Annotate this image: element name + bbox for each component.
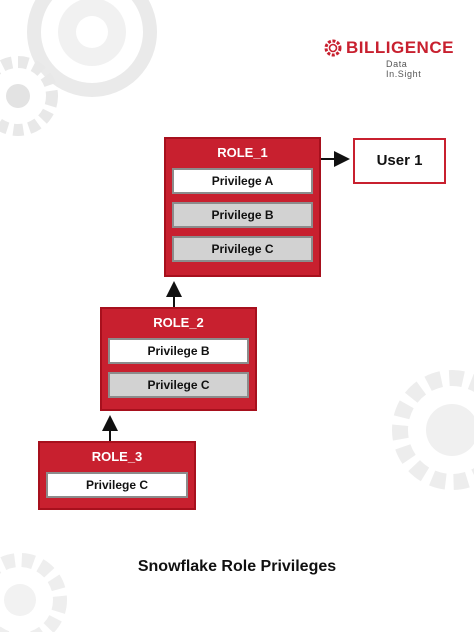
role-3-box: ROLE_3 Privilege C bbox=[38, 441, 196, 510]
role-1-privilege-b: Privilege B bbox=[172, 202, 313, 228]
role-1-privilege-a: Privilege A bbox=[172, 168, 313, 194]
role-1-privilege-c: Privilege C bbox=[172, 236, 313, 262]
role-3-title: ROLE_3 bbox=[91, 449, 143, 464]
user-1-box: User 1 bbox=[353, 138, 446, 184]
diagram-caption: Snowflake Role Privileges bbox=[137, 558, 337, 575]
role-1-title: ROLE_1 bbox=[217, 145, 268, 160]
brand-name: BILLIGENCE bbox=[346, 38, 454, 57]
brand-tagline: Data In.Sight bbox=[386, 59, 422, 79]
role-2-title: ROLE_2 bbox=[153, 315, 204, 330]
role-2-privilege-b: Privilege B bbox=[108, 338, 249, 364]
role-2-privilege-c: Privilege C bbox=[108, 372, 249, 398]
role-3-privilege-c: Privilege C bbox=[46, 472, 188, 498]
gear-logo-icon bbox=[324, 39, 342, 57]
role-1-box: ROLE_1 Privilege A Privilege B Privilege… bbox=[164, 137, 321, 277]
role-2-box: ROLE_2 Privilege B Privilege C bbox=[100, 307, 257, 411]
brand-logo: BILLIGENCE Data In.Sight bbox=[324, 38, 453, 79]
